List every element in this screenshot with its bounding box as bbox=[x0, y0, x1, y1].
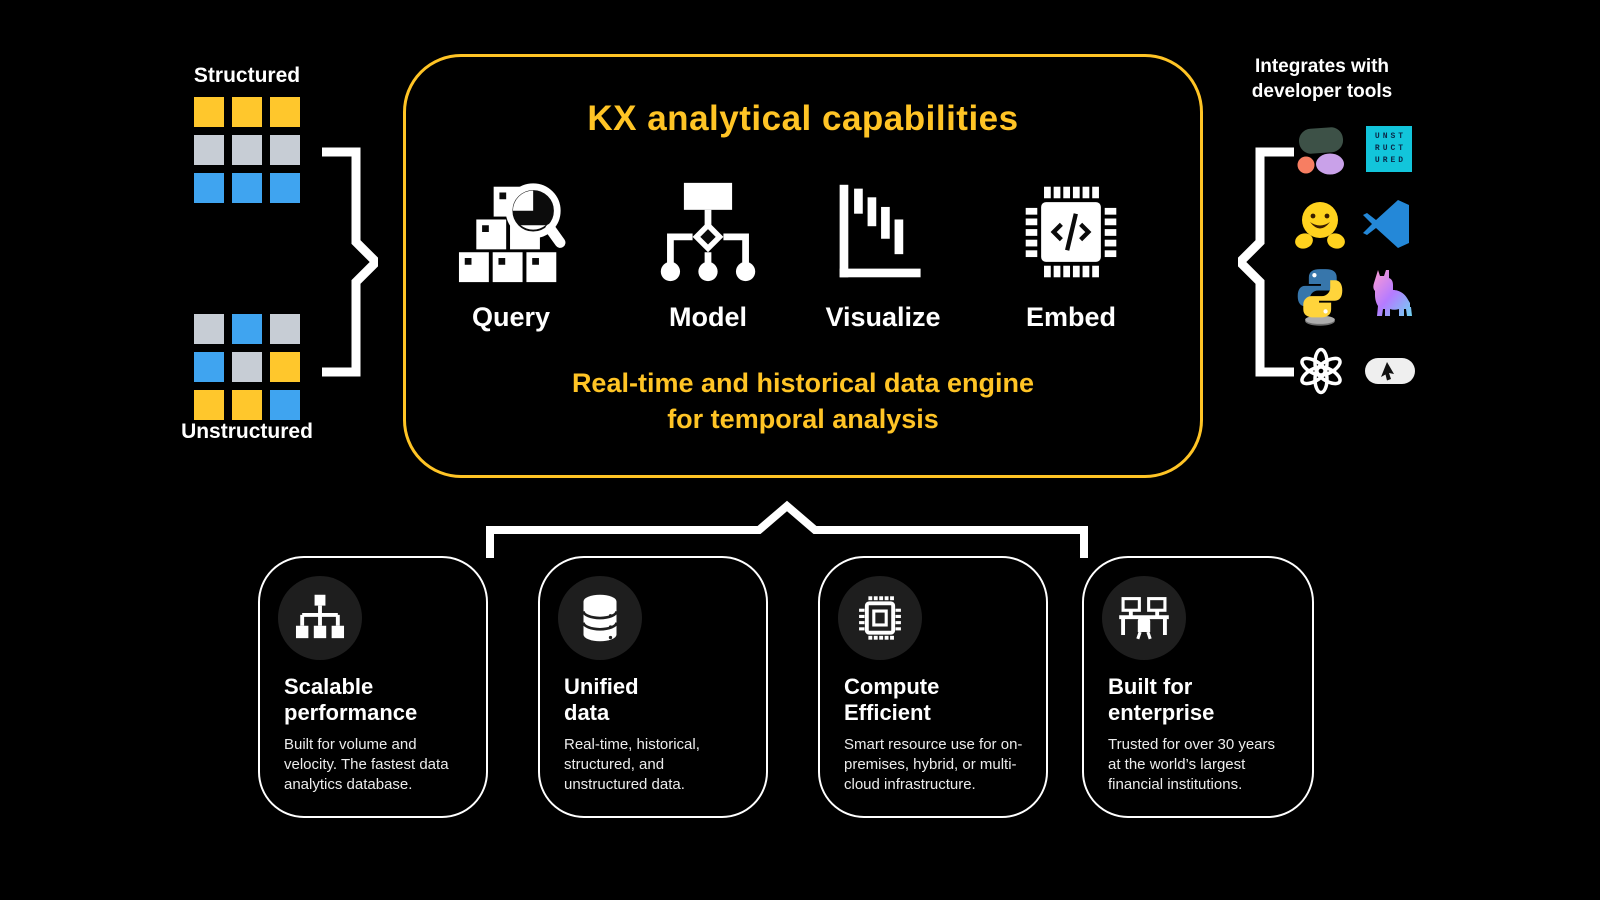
structured-label: Structured bbox=[193, 64, 301, 87]
capability-model: Model bbox=[613, 179, 803, 333]
unstructured-label: Unstructured bbox=[181, 420, 313, 443]
card-title-line1: Compute bbox=[844, 674, 940, 699]
openai-logo-icon bbox=[1296, 346, 1346, 396]
card-title-line2: data bbox=[564, 699, 610, 725]
database-icon bbox=[582, 594, 618, 642]
devtools-heading-line2: developer tools bbox=[1251, 80, 1393, 102]
unstructured-text-line1: UNST bbox=[1374, 132, 1407, 141]
hierarchy-icon bbox=[295, 594, 345, 639]
card-icon-circle bbox=[838, 576, 922, 660]
python-logo-icon bbox=[1294, 266, 1346, 328]
data-cell-yellow bbox=[232, 97, 262, 127]
hugging-face-logo-icon bbox=[1294, 199, 1346, 251]
card-unified-data: Unified data Real-time, historical, stru… bbox=[538, 556, 768, 818]
unstructured-text-line3: URED bbox=[1374, 156, 1407, 165]
blob-shapes-logo-icon bbox=[1292, 124, 1348, 176]
card-body: Built for volume and velocity. The faste… bbox=[284, 735, 449, 793]
data-cell-blue bbox=[232, 314, 262, 344]
visualize-bars-icon bbox=[839, 184, 921, 278]
devtools-heading: Integrates with developer tools bbox=[1232, 55, 1412, 104]
data-cell-gray bbox=[232, 352, 262, 382]
left-brace-arrow bbox=[322, 147, 378, 377]
card-title-line2: enterprise bbox=[1108, 699, 1215, 725]
card-title: Scalable performance bbox=[284, 674, 464, 726]
workstation-icon bbox=[1119, 597, 1169, 640]
capabilities-subtitle: Real-time and historical data engine for… bbox=[406, 365, 1200, 438]
card-title-line2: performance bbox=[284, 699, 418, 725]
data-cell-blue bbox=[194, 173, 224, 203]
devtools-heading-line1: Integrates with bbox=[1254, 56, 1390, 77]
card-title: Unified data bbox=[564, 674, 744, 726]
capability-label-query: Query bbox=[471, 302, 551, 332]
capabilities-title: KX analytical capabilities bbox=[587, 99, 1019, 138]
capability-label-visualize: Visualize bbox=[825, 302, 941, 332]
chip-icon bbox=[859, 596, 901, 640]
data-cell-blue bbox=[270, 390, 300, 420]
data-cell-yellow bbox=[232, 390, 262, 420]
capabilities-subtitle-line1: Real-time and historical data engine bbox=[571, 368, 1035, 398]
data-cell-gray bbox=[270, 314, 300, 344]
right-brace-arrow bbox=[1238, 147, 1294, 377]
cursor-pill-logo-icon bbox=[1364, 357, 1416, 385]
data-cell-blue bbox=[194, 352, 224, 382]
data-cell-blue bbox=[232, 173, 262, 203]
data-cell-gray bbox=[194, 314, 224, 344]
unstructured-logo-icon: UNST RUCT URED bbox=[1366, 126, 1412, 172]
card-title-line2: Efficient bbox=[844, 699, 931, 725]
card-icon-circle bbox=[278, 576, 362, 660]
bottom-brace bbox=[486, 500, 1088, 558]
card-compute-efficient: Compute Efficient Smart resource use for… bbox=[818, 556, 1048, 818]
unstructured-data-grid bbox=[194, 314, 300, 420]
capability-visualize: Visualize bbox=[788, 179, 978, 333]
query-search-boxes-icon bbox=[458, 183, 566, 283]
data-cell-blue bbox=[270, 173, 300, 203]
structured-data-grid bbox=[194, 97, 300, 203]
unstructured-text-line2: RUCT bbox=[1374, 144, 1407, 153]
data-cell-gray bbox=[270, 135, 300, 165]
card-icon-circle bbox=[558, 576, 642, 660]
card-title: Compute Efficient bbox=[844, 674, 1024, 726]
card-scalable-performance: Scalable performance Built for volume an… bbox=[258, 556, 488, 818]
card-title-line1: Built for bbox=[1108, 674, 1193, 699]
capability-label-model: Model bbox=[669, 302, 747, 332]
vscode-logo-icon bbox=[1360, 198, 1412, 250]
card-title-line1: Unified bbox=[564, 674, 639, 699]
card-title: Built for enterprise bbox=[1108, 674, 1290, 726]
data-cell-gray bbox=[194, 135, 224, 165]
data-cell-yellow bbox=[194, 390, 224, 420]
card-body: Real-time, historical, structured, and u… bbox=[564, 735, 700, 793]
capability-embed: Embed bbox=[976, 179, 1166, 333]
card-body: Smart resource use for on-premises, hybr… bbox=[844, 735, 1023, 793]
data-cell-yellow bbox=[270, 97, 300, 127]
unstructured-logo-box: UNST RUCT URED bbox=[1366, 126, 1412, 172]
card-title-line1: Scalable bbox=[284, 674, 374, 699]
embed-chip-icon bbox=[1025, 186, 1117, 278]
card-built-for-enterprise: Built for enterprise Trusted for over 30… bbox=[1082, 556, 1314, 818]
card-icon-circle bbox=[1102, 576, 1186, 660]
capability-query: Query bbox=[416, 179, 606, 333]
capabilities-box: KX analytical capabilities Quer bbox=[403, 54, 1203, 478]
model-tree-icon bbox=[660, 182, 756, 282]
data-cell-gray bbox=[232, 135, 262, 165]
capabilities-subtitle-line2: for temporal analysis bbox=[667, 404, 939, 435]
data-cell-yellow bbox=[194, 97, 224, 127]
capability-label-embed: Embed bbox=[1025, 302, 1117, 332]
llama-logo-icon bbox=[1362, 268, 1414, 320]
card-body: Trusted for over 30 years at the world’s… bbox=[1108, 735, 1276, 793]
data-cell-yellow bbox=[270, 352, 300, 382]
